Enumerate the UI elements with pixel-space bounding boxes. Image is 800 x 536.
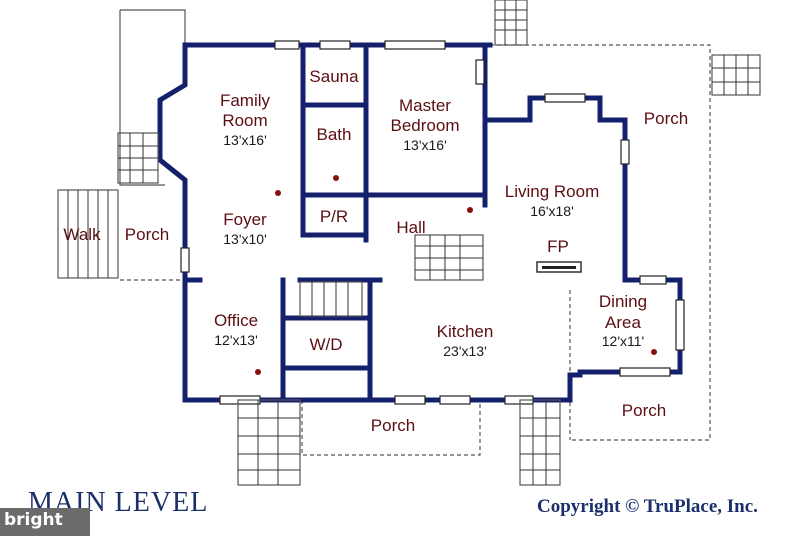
wd-label: W/D (309, 335, 342, 354)
porch-bottom-label: Porch (371, 416, 415, 435)
windows (180, 40, 685, 405)
dining-area-label-2: Area (605, 313, 641, 332)
foyer-label: Foyer (223, 210, 267, 229)
porch-bottom-right-label: Porch (622, 401, 666, 420)
porch-left-label: Porch (125, 225, 169, 244)
room-markers (255, 175, 657, 375)
dining-area-size: 12'x11' (602, 333, 644, 349)
office-size: 12'x13' (214, 332, 258, 348)
copyright-text: Copyright © TruPlace, Inc. (537, 496, 758, 517)
foyer-size: 13'x10' (223, 231, 267, 247)
stairs (57, 0, 761, 486)
family-room-label: Family (220, 91, 271, 110)
master-bedroom-label: Master (399, 96, 451, 115)
watermark-badge (0, 508, 90, 536)
fireplace-icon (536, 261, 582, 273)
kitchen-label: Kitchen (437, 322, 494, 341)
walls (157, 42, 683, 403)
fp-label: FP (547, 237, 569, 256)
living-room-label: Living Room (505, 182, 600, 201)
bath-label: Bath (317, 125, 352, 144)
master-bedroom-label-2: Bedroom (391, 116, 460, 135)
porch-outlines (119, 9, 711, 456)
room-labels: Family Room 13'x16' Sauna Bath Master Be… (63, 67, 688, 435)
family-room-label-2: Room (222, 111, 267, 130)
porch-top-right-label: Porch (644, 109, 688, 128)
sauna-label: Sauna (309, 67, 359, 86)
walk-label: Walk (63, 225, 101, 244)
watermark-text: bright (4, 510, 63, 530)
dining-area-label: Dining (599, 292, 647, 311)
living-room-size: 16'x18' (530, 203, 574, 219)
family-room-size: 13'x16' (223, 132, 267, 148)
kitchen-size: 23'x13' (443, 343, 487, 359)
hall-label: Hall (396, 218, 425, 237)
master-bedroom-size: 13'x16' (403, 137, 447, 153)
office-label: Office (214, 311, 258, 330)
pr-label: P/R (320, 207, 348, 226)
